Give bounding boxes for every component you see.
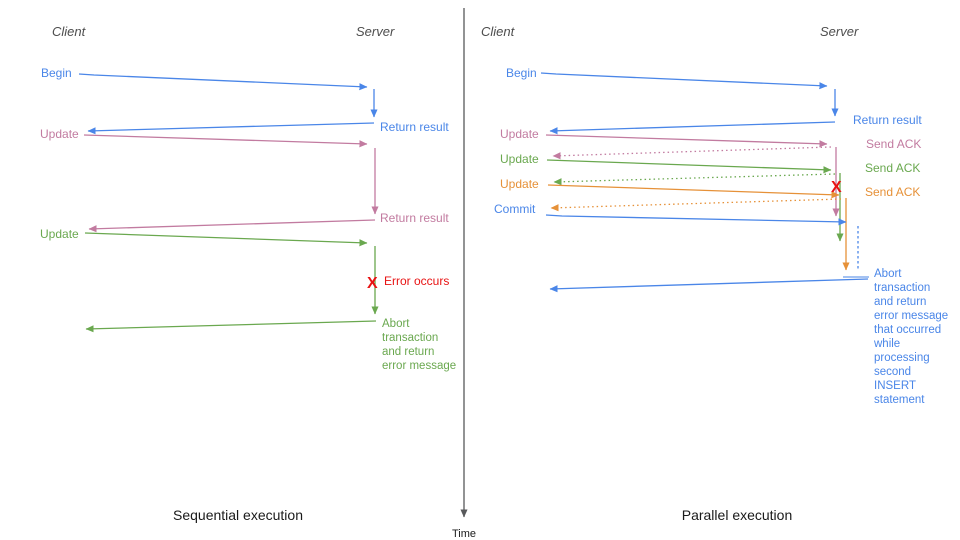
seq-abort-text-line: and return [382,346,434,358]
par-abort-text-line: transaction [874,282,930,294]
par-client-header: Client [481,24,516,39]
par-ack-2-arrow [553,173,836,186]
seq-update-1-label: Update [40,127,79,141]
par-update-3-request-arrow [547,184,840,199]
par-begin-request-arrow [540,72,828,90]
par-update-2-label: Update [500,152,539,166]
par-abort-text-line: while [873,338,900,350]
par-update-1-label: Update [500,127,539,141]
seq-server-header: Server [356,24,395,39]
par-abort-text-line: second [874,366,911,378]
par-abort-text-line: and return [874,296,926,308]
seq-begin-request-arrow [78,73,368,91]
par-abort-text-line: INSERT [874,380,916,392]
seq-error-x-icon: X [367,275,378,292]
seq-return-result-2-label: Return result [380,211,449,225]
par-begin-label: Begin [506,66,537,80]
par-abort-text-line: that occurred [874,324,941,336]
par-abort-text-line: statement [874,394,925,406]
par-commit-label: Commit [494,202,536,216]
seq-abort-text-line: transaction [382,332,438,344]
par-abort-text-line: Abort [874,268,902,280]
par-update-1-request-arrow [545,134,828,148]
seq-return-result-1-arrow [87,122,375,135]
seq-begin-label: Begin [41,66,72,80]
par-abort-text-line: error message [874,310,948,322]
par-update-3-label: Update [500,177,539,191]
seq-return-result-1-label: Return result [380,120,449,134]
seq-abort-return-arrow [85,320,377,333]
par-ack-1-arrow [552,146,832,160]
par-abort-return-arrow [549,278,869,293]
par-ack-3-label: Send ACK [865,185,920,199]
seq-update-2-label: Update [40,227,79,241]
par-update-2-request-arrow [546,159,832,174]
seq-error-occurs-label: Error occurs [384,274,449,288]
seq-update-2-request-arrow [84,232,368,247]
par-abort-text-line: processing [874,352,930,364]
par-ack-2-label: Send ACK [865,161,920,175]
seq-return-result-2-arrow [88,219,376,233]
par-error-x-icon: X [831,179,842,196]
seq-panel-title: Sequential execution [173,507,303,523]
par-return-result-label: Return result [853,113,922,127]
par-panel-title: Parallel execution [682,507,793,523]
seq-abort-text-line: Abort [382,318,410,330]
par-return-result-arrow [549,121,836,135]
par-ack-3-arrow [550,198,842,212]
par-ack-1-label: Send ACK [866,137,921,151]
time-axis-label: Time [452,528,476,540]
seq-abort-text-line: error message [382,360,456,372]
seq-client-header: Client [52,24,87,39]
seq-update-1-request-arrow [83,134,368,148]
par-server-header: Server [820,24,859,39]
par-commit-request-arrow [545,214,847,226]
